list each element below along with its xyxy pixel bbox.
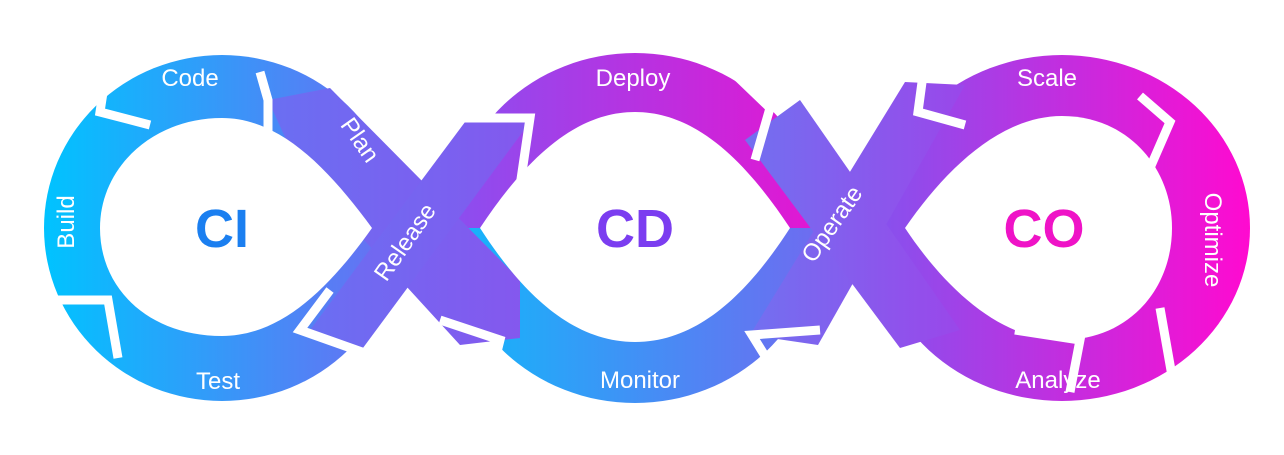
stage-monitor: Monitor — [600, 367, 680, 394]
stage-optimize: Optimize — [1199, 193, 1226, 288]
cd-label: CD — [596, 199, 674, 259]
ci-label: CI — [195, 199, 249, 259]
segment-dividers — [40, 56, 1201, 393]
stage-deploy: Deploy — [596, 65, 671, 92]
stage-build: Build — [53, 195, 80, 248]
crossing-left — [268, 88, 530, 352]
hub-ci — [100, 118, 372, 336]
stage-analyze: Analyze — [1015, 367, 1100, 394]
crossing-right — [745, 82, 965, 348]
co-label: CO — [1004, 199, 1085, 259]
stage-scale: Scale — [1017, 65, 1077, 92]
hub-co — [905, 116, 1172, 340]
hub-cd — [480, 112, 790, 342]
stage-test: Test — [196, 368, 240, 395]
stage-code: Code — [161, 65, 218, 92]
